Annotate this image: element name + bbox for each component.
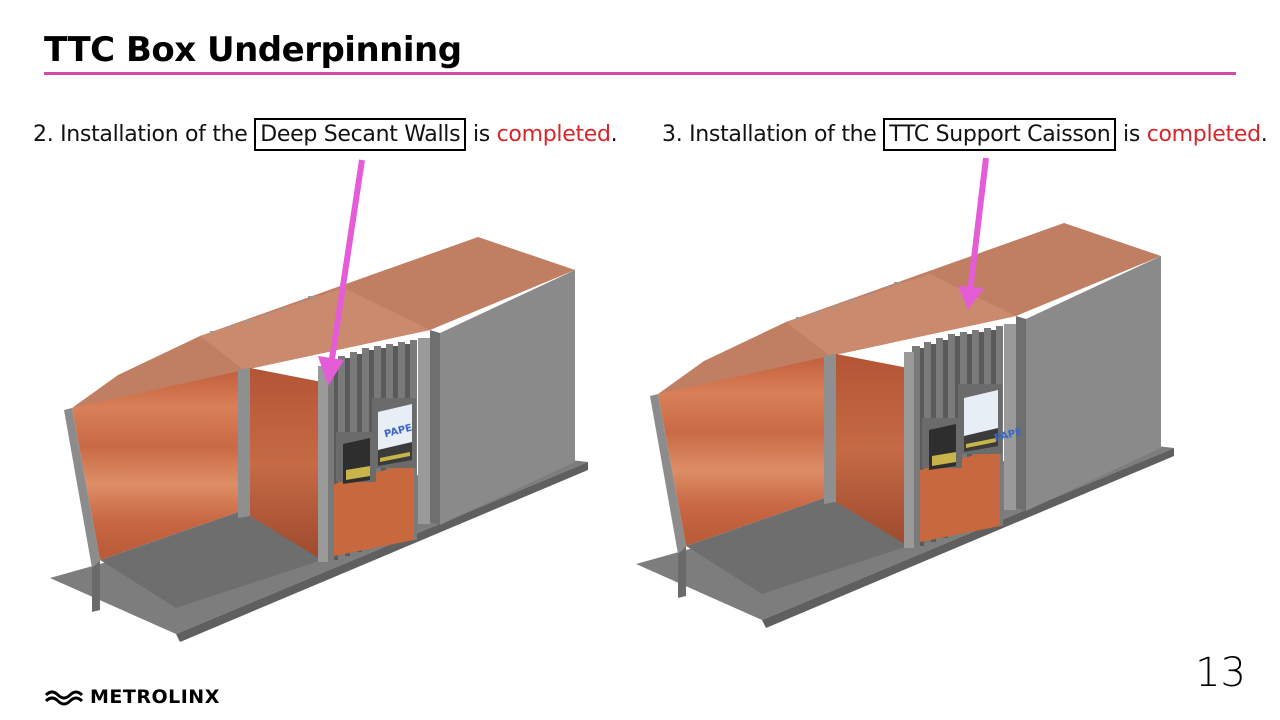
- arrow-to-secant-walls: [327, 159, 365, 373]
- arrow-head-1: [318, 356, 344, 386]
- ttc-support-caisson-illustration: PAPE: [636, 223, 1174, 628]
- step-3-highlight: TTC Support Caisson: [883, 118, 1117, 151]
- step-3-prefix: 3. Installation of the: [662, 122, 884, 147]
- step-2-caption: 2. Installation of the Deep Secant Walls…: [33, 118, 618, 151]
- step-2-middle: is: [466, 122, 497, 147]
- step-2-suffix: .: [610, 122, 618, 147]
- arrow-head-2: [958, 286, 984, 310]
- arrow-to-support-caisson: [967, 157, 989, 293]
- step-3-middle: is: [1116, 122, 1147, 147]
- step-3-suffix: .: [1260, 122, 1268, 147]
- page-number: 13: [1195, 650, 1246, 696]
- step-2-status: completed: [496, 122, 611, 147]
- deep-secant-walls-illustration: PAPE: [50, 237, 588, 642]
- metrolinx-wave-icon: [44, 690, 84, 706]
- title-underline: [44, 72, 1236, 75]
- step-2-prefix: 2. Installation of the: [33, 122, 255, 147]
- step-2-highlight: Deep Secant Walls: [254, 118, 467, 151]
- metrolinx-logo: METROLINX: [44, 686, 220, 708]
- metrolinx-wordmark: METROLINX: [90, 686, 220, 708]
- step-3-status: completed: [1146, 122, 1261, 147]
- step-3-caption: 3. Installation of the TTC Support Caiss…: [662, 118, 1268, 151]
- slide-title: TTC Box Underpinning: [44, 30, 462, 70]
